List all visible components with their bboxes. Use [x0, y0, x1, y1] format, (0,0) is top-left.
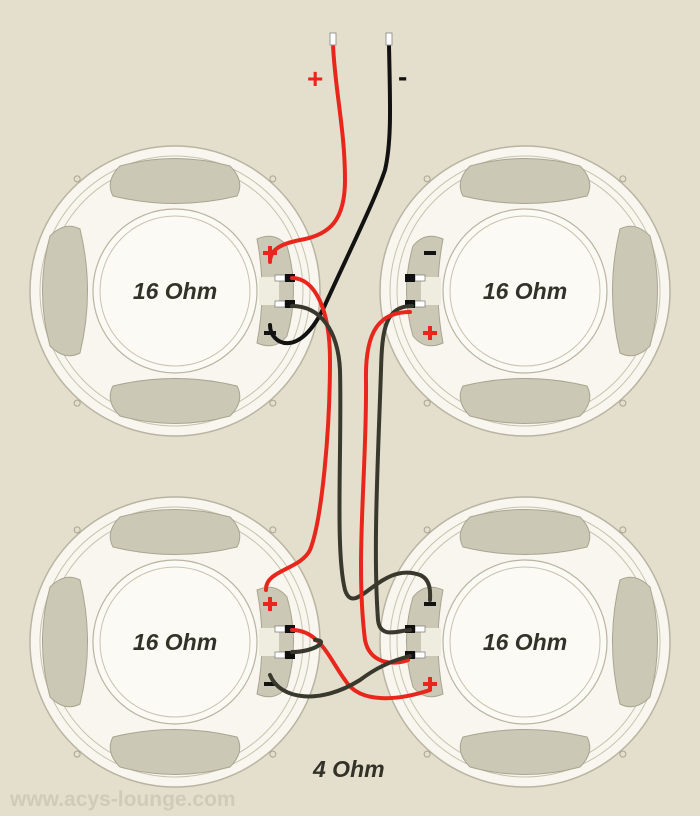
- wires: [263, 43, 433, 701]
- speaker-cone: [92, 559, 258, 725]
- basket-window-left: [42, 576, 88, 708]
- main-positive-wire: [268, 43, 348, 264]
- positive-terminal-mark: [423, 326, 437, 340]
- link-wire-bl-negative: [268, 638, 412, 699]
- wire-connector: [405, 300, 415, 308]
- basket-window-right: [612, 576, 658, 708]
- terminal-block: [421, 628, 441, 656]
- basket-window-top: [109, 509, 241, 555]
- wire-connector: [285, 300, 295, 308]
- basket-window-bottom: [109, 378, 241, 424]
- basket-window-bottom: [459, 729, 591, 775]
- positive-terminal-mark: [263, 597, 277, 611]
- speaker-impedance-label: 16 Ohm: [483, 278, 567, 304]
- terminal-lug: [414, 300, 426, 308]
- speaker-1: 16 Ohm: [29, 145, 321, 437]
- link-wire-tl-bl-positive: [263, 276, 333, 592]
- terminal-lug: [274, 651, 286, 659]
- speaker-3: 16 Ohm: [29, 496, 321, 788]
- basket-window-bottom: [459, 378, 591, 424]
- speaker-impedance-label: 16 Ohm: [483, 629, 567, 655]
- speaker-2: 16 Ohm: [379, 145, 671, 437]
- wire-connector: [285, 651, 295, 659]
- negative-lead-tip: [385, 32, 393, 46]
- terminal-lug: [414, 651, 426, 659]
- terminal-lug: [274, 300, 286, 308]
- wire-connector: [405, 274, 415, 282]
- link-wire-tr-negative: [373, 304, 414, 635]
- watermark: www.acys-lounge.com: [9, 788, 236, 811]
- speaker-cone: [442, 559, 608, 725]
- basket-window-bottom: [109, 729, 241, 775]
- speaker-cone: [92, 208, 258, 374]
- link-wire-bl-br-positive: [290, 628, 432, 701]
- speaker-impedance-label: 16 Ohm: [133, 629, 217, 655]
- terminal-lug: [414, 625, 426, 633]
- terminal-lug: [414, 274, 426, 282]
- terminal-block: [421, 277, 441, 305]
- positive-lead-tip: [329, 32, 337, 46]
- basket-window-right: [612, 225, 658, 357]
- wire-connector: [285, 625, 295, 633]
- speaker-cone: [442, 208, 608, 374]
- basket-window-top: [459, 158, 591, 204]
- main-negative-wire: [268, 43, 393, 346]
- positive-lead-sign: +: [307, 63, 323, 94]
- link-wire-tr-positive: [358, 310, 412, 665]
- terminal-lug: [274, 274, 286, 282]
- link-wire-tl-br-negative: [290, 304, 433, 602]
- speaker-impedance-label: 16 Ohm: [133, 278, 217, 304]
- negative-lead-sign: -: [398, 61, 407, 92]
- terminal-block: [259, 628, 279, 656]
- basket-window-top: [459, 509, 591, 555]
- terminal-block: [259, 277, 279, 305]
- basket-window-left: [42, 225, 88, 357]
- basket-window-top: [109, 158, 241, 204]
- speaker-4: 16 Ohm: [379, 496, 671, 788]
- terminal-lug: [274, 625, 286, 633]
- total-impedance-label: 4 Ohm: [312, 756, 385, 782]
